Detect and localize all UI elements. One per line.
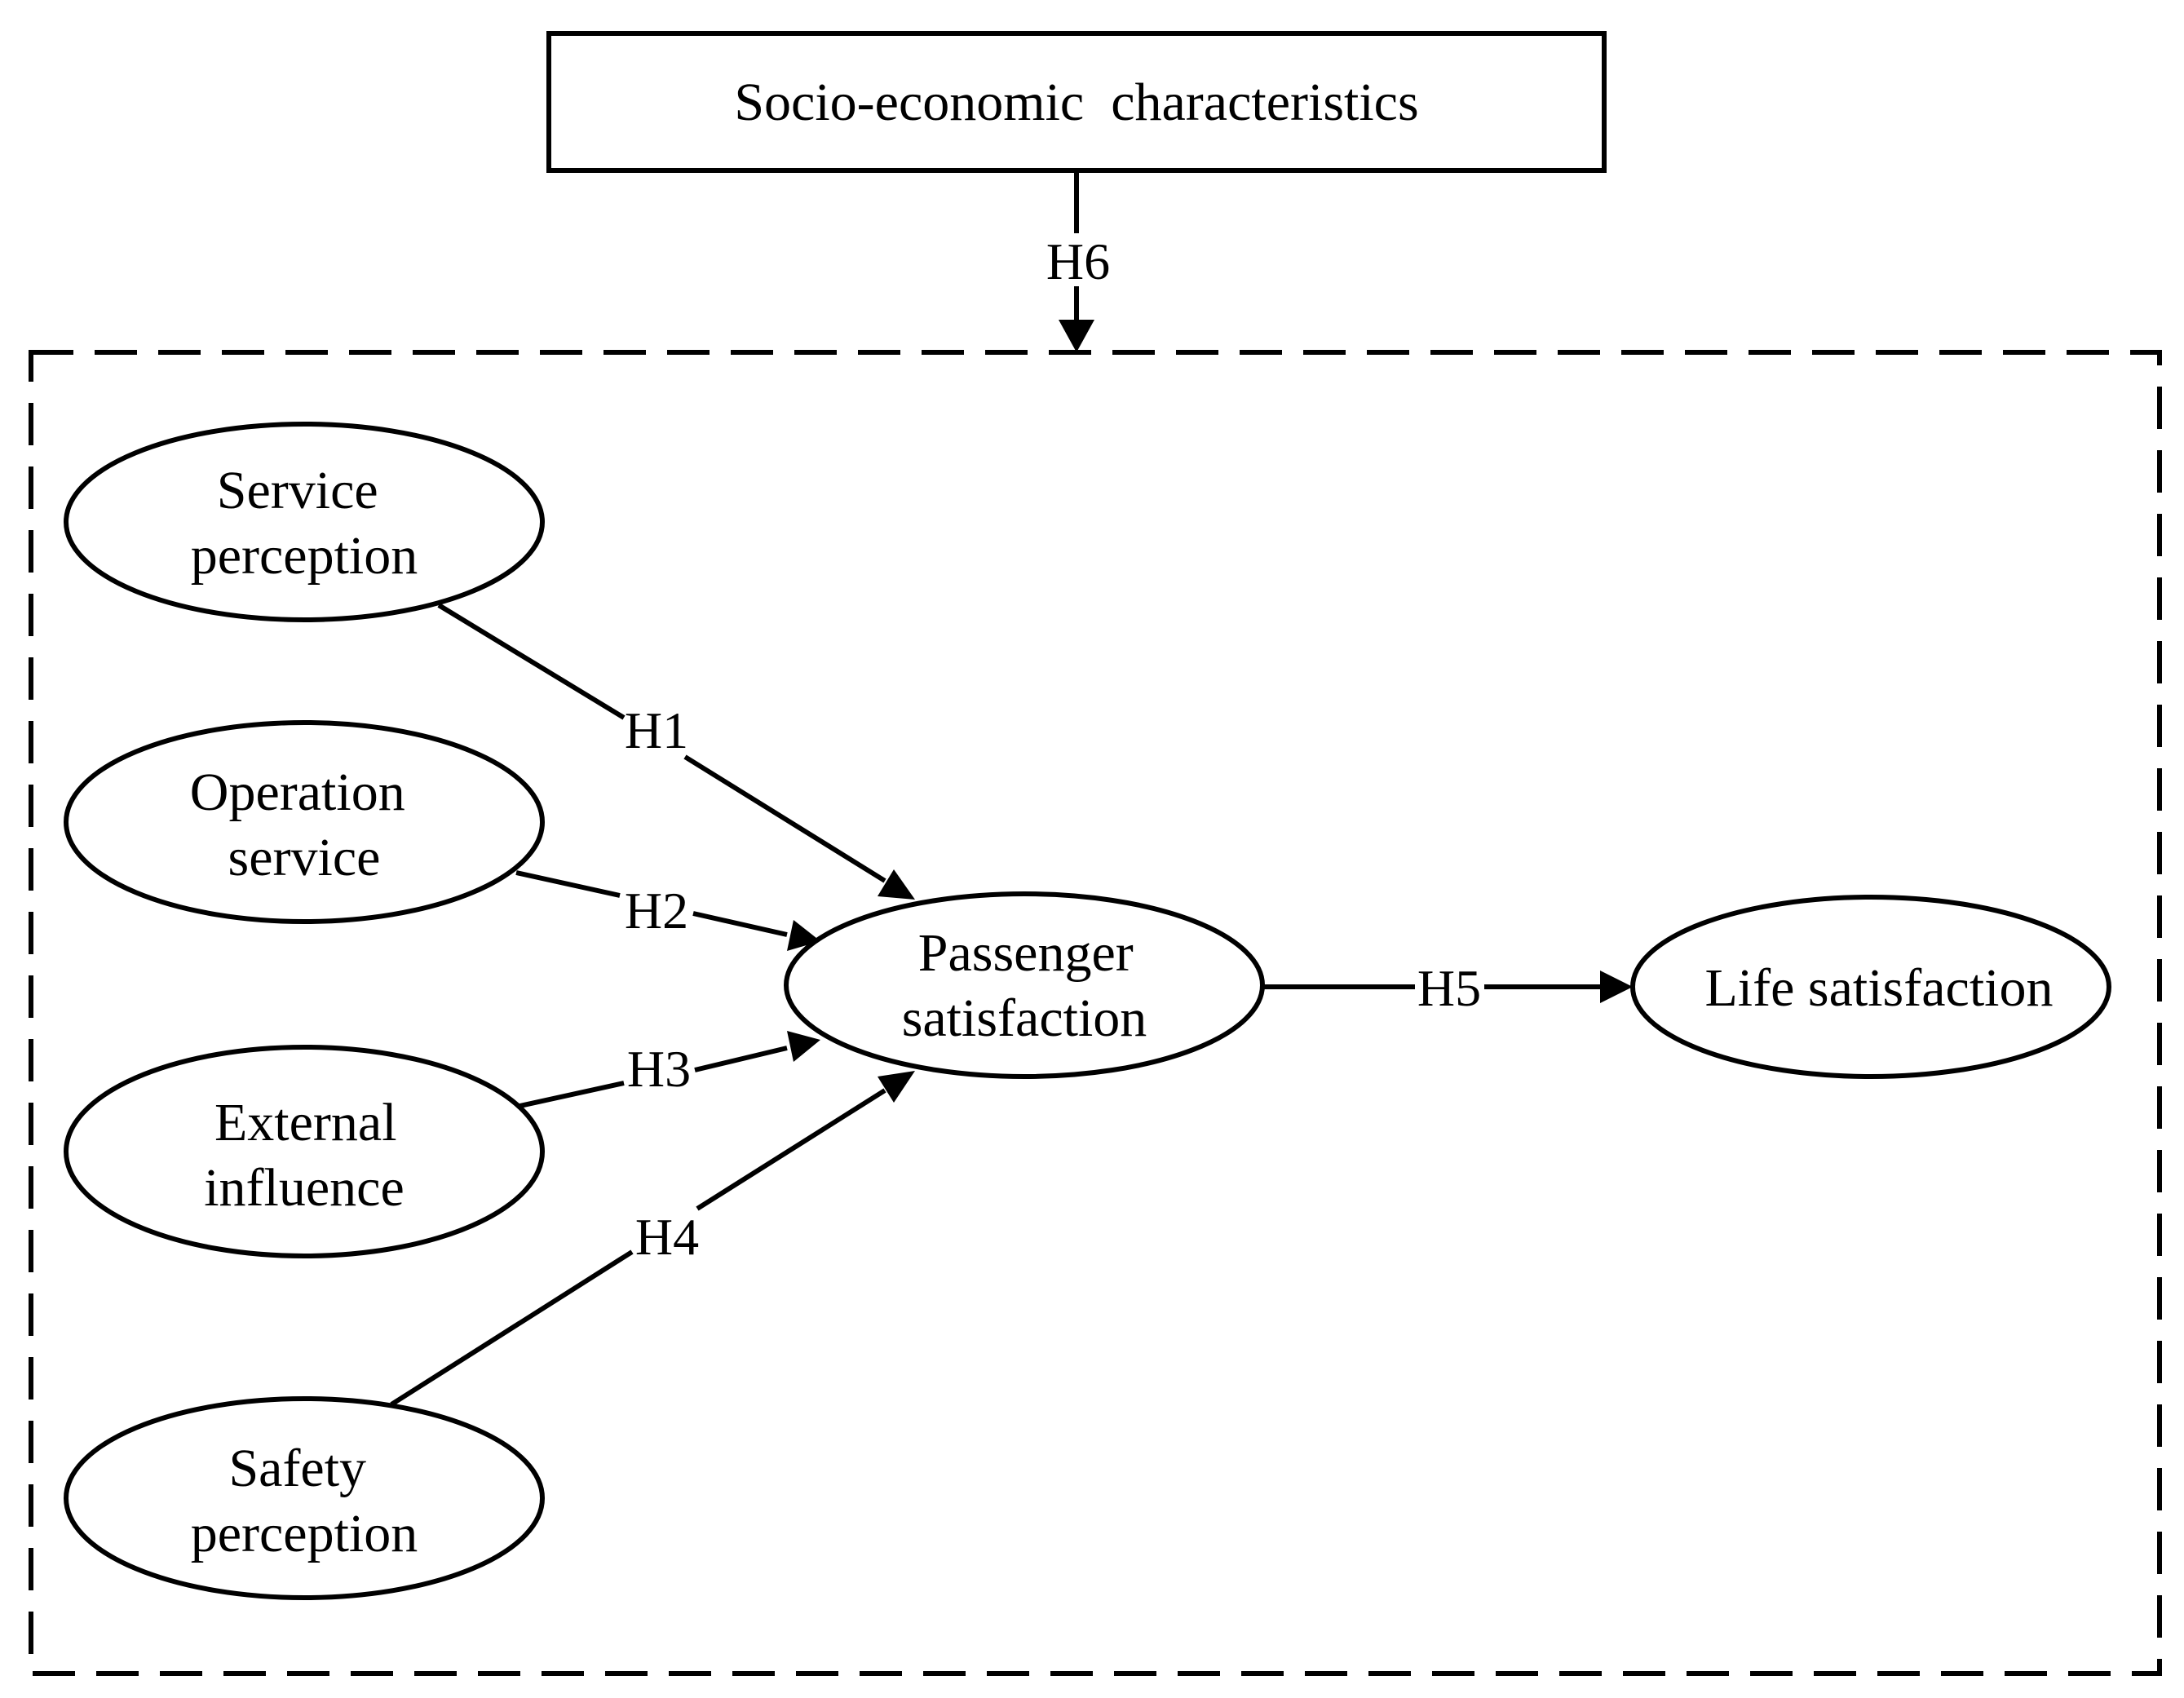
safety-perception-label: Safety perception [191, 1439, 418, 1563]
h4-arrowhead [878, 1071, 915, 1103]
h2-label: H2 [625, 882, 688, 940]
h1-arrowhead [878, 869, 915, 900]
h6-edge: H6 [1046, 170, 1110, 352]
h6-label: H6 [1046, 232, 1110, 290]
model-boundary [29, 350, 2162, 1676]
h4-label: H4 [635, 1208, 699, 1266]
operation-service-label: Operation service [190, 763, 418, 887]
operation-service-node: Operation service [64, 720, 545, 924]
h3-label: H3 [627, 1040, 691, 1098]
life-satisfaction-label: Life satisfaction [1704, 958, 2053, 1018]
h5-label: H5 [1417, 959, 1481, 1017]
moderator-label: Socio-economic characteristics [734, 73, 1418, 132]
h1-edge: H1 [437, 603, 915, 900]
h6-arrowhead [1059, 320, 1094, 352]
external-influence-node: External influence [64, 1045, 545, 1258]
h4-edge: H4 [390, 1071, 915, 1407]
passenger-satisfaction-node: Passenger satisfaction [784, 891, 1265, 1079]
safety-perception-node: Safety perception [64, 1396, 545, 1600]
h3-edge: H3 [515, 1031, 820, 1109]
service-perception-node: Service perception [64, 422, 545, 622]
h1-label: H1 [625, 701, 688, 759]
external-influence-label: External influence [204, 1093, 410, 1218]
h3-arrowhead [787, 1031, 820, 1062]
life-satisfaction-node: Life satisfaction [1630, 895, 2111, 1079]
h5-arrowhead [1600, 971, 1633, 1003]
moderator-box: Socio-economic characteristics [546, 31, 1607, 173]
h5-edge: H5 [1264, 959, 1633, 1017]
service-perception-label: Service perception [191, 461, 418, 586]
h2-edge: H2 [515, 870, 820, 951]
passenger-satisfaction-label: Passenger satisfaction [902, 923, 1147, 1048]
